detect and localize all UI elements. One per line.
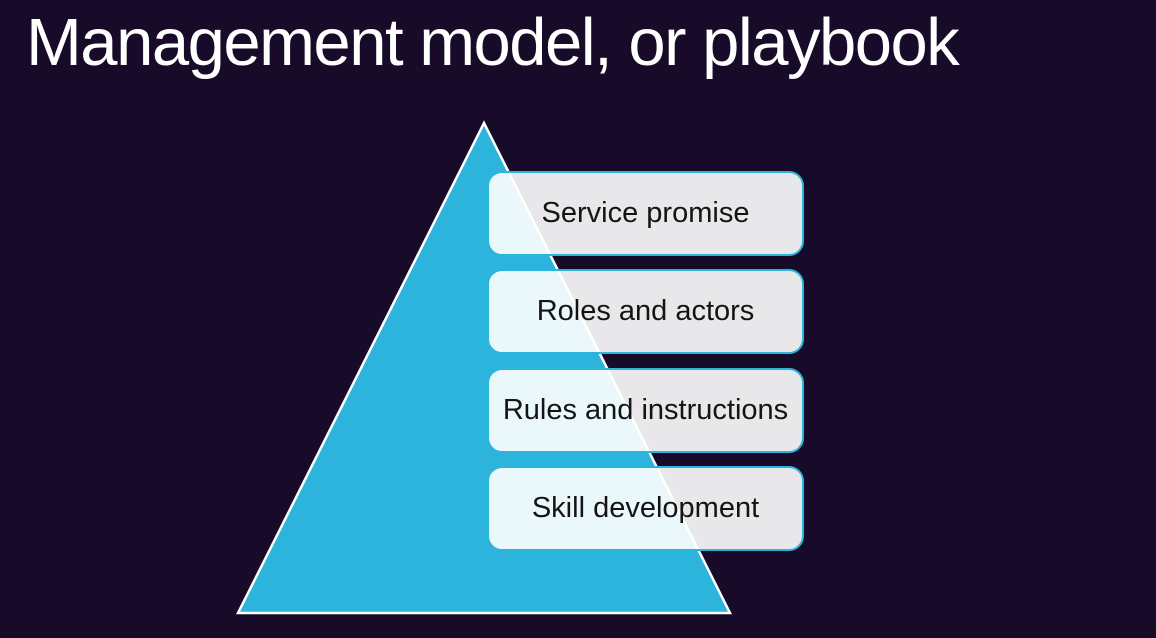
pyramid-level-box-rules-and-instructions: Rules and instructions bbox=[487, 368, 804, 453]
pyramid-level-label: Roles and actors bbox=[536, 295, 755, 327]
pyramid-level-box-skill-development: Skill development bbox=[487, 466, 804, 551]
pyramid-level-box-service-promise: Service promise bbox=[487, 171, 804, 256]
pyramid-level-box-roles-and-actors: Roles and actors bbox=[487, 269, 804, 354]
pyramid-level-label: Service promise bbox=[541, 197, 750, 229]
pyramid-level-label: Skill development bbox=[531, 492, 760, 524]
slide-title: Management model, or playbook bbox=[26, 5, 960, 80]
pyramid-level-label: Rules and instructions bbox=[502, 394, 789, 426]
